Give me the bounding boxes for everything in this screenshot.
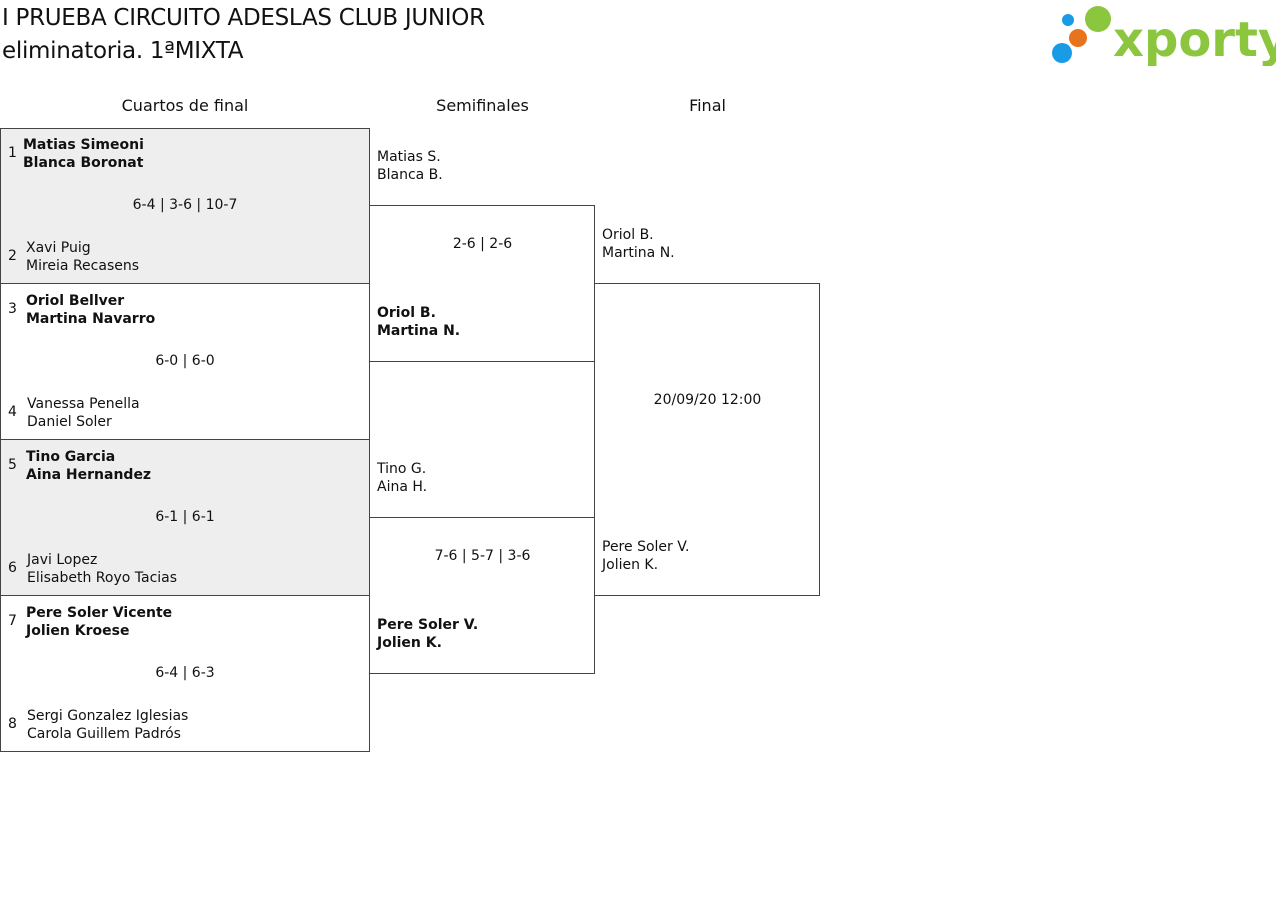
player-name: Pere Soler Vicente bbox=[26, 605, 173, 621]
match-score: 6-0 | 6-0 bbox=[155, 353, 215, 369]
pair-loser: Matias S. Blanca B. bbox=[377, 148, 443, 184]
player-name: Oriol Bellver bbox=[26, 293, 125, 309]
final-match bbox=[594, 283, 820, 596]
player-name: Matias Simeoni bbox=[23, 137, 144, 153]
match-datetime: 20/09/20 12:00 bbox=[653, 392, 762, 408]
logo-wordmark: xporty bbox=[1113, 12, 1276, 66]
finalist-pair: Oriol B. Martina N. bbox=[602, 226, 675, 262]
match-score: 6-1 | 6-1 bbox=[155, 509, 215, 525]
quarterfinal-match bbox=[0, 595, 370, 752]
pair-loser: Javi Lopez Elisabeth Royo Tacias bbox=[27, 551, 177, 587]
player-name: Aina Hernandez bbox=[26, 467, 152, 483]
seed-number: 4 bbox=[8, 404, 17, 420]
seed-number: 5 bbox=[8, 457, 17, 473]
player-name: Blanca Boronat bbox=[23, 155, 144, 171]
match-score: 2-6 | 2-6 bbox=[452, 236, 513, 252]
player-name: Jolien K. bbox=[602, 557, 659, 573]
player-name: Carola Guillem Padrós bbox=[27, 726, 181, 742]
player-name: Jolien K. bbox=[377, 635, 442, 651]
player-name: Tino G. bbox=[377, 461, 427, 477]
logo-dot-green bbox=[1085, 6, 1111, 32]
player-name: Martina N. bbox=[377, 323, 461, 339]
seed-number: 7 bbox=[8, 613, 17, 629]
pair-winner: Pere Soler Vicente Jolien Kroese bbox=[26, 604, 172, 640]
pair-winner: Tino Garcia Aina Hernandez bbox=[26, 448, 151, 484]
xporty-logo[interactable]: xporty bbox=[1050, 4, 1276, 66]
logo-dot-blue-top bbox=[1062, 14, 1074, 26]
match-score: 7-6 | 5-7 | 3-6 bbox=[434, 548, 531, 564]
seed-number: 1 bbox=[8, 145, 17, 161]
player-name: Xavi Puig bbox=[26, 240, 91, 256]
logo-dot-orange bbox=[1069, 29, 1087, 47]
pair-winner: Pere Soler V. Jolien K. bbox=[377, 616, 478, 652]
player-name: Martina Navarro bbox=[26, 311, 156, 327]
finalist-pair: Pere Soler V. Jolien K. bbox=[602, 538, 689, 574]
player-name: Javi Lopez bbox=[27, 552, 98, 568]
quarterfinal-match bbox=[0, 283, 370, 440]
logo-dot-blue-bottom bbox=[1052, 43, 1072, 63]
pair-winner: Oriol B. Martina N. bbox=[377, 304, 460, 340]
pair-winner: Matias Simeoni Blanca Boronat bbox=[23, 136, 144, 172]
pair-loser: Sergi Gonzalez Iglesias Carola Guillem P… bbox=[27, 707, 188, 743]
player-name: Pere Soler V. bbox=[602, 539, 690, 555]
player-name: Oriol B. bbox=[377, 305, 436, 321]
player-name: Jolien Kroese bbox=[26, 623, 130, 639]
round-header-quarterfinals: Cuartos de final bbox=[121, 96, 249, 115]
player-name: Martina N. bbox=[602, 245, 675, 261]
draw-subtitle: eliminatoria. 1ªMIXTA bbox=[2, 38, 244, 64]
player-name: Matias S. bbox=[377, 149, 441, 165]
player-name: Blanca B. bbox=[377, 167, 443, 183]
quarterfinal-match bbox=[0, 128, 370, 284]
match-score: 6-4 | 6-3 bbox=[155, 665, 215, 681]
player-name: Daniel Soler bbox=[27, 414, 112, 430]
seed-number: 8 bbox=[8, 716, 17, 732]
player-name: Pere Soler V. bbox=[377, 617, 479, 633]
tournament-title: I PRUEBA CIRCUITO ADESLAS CLUB JUNIOR bbox=[2, 5, 485, 31]
player-name: Elisabeth Royo Tacias bbox=[27, 570, 178, 586]
pair-loser: Vanessa Penella Daniel Soler bbox=[27, 395, 140, 431]
pair-loser: Xavi Puig Mireia Recasens bbox=[26, 239, 139, 275]
player-name: Mireia Recasens bbox=[26, 258, 140, 274]
player-name: Sergi Gonzalez Iglesias bbox=[27, 708, 189, 724]
pair-loser: Tino G. Aina H. bbox=[377, 460, 427, 496]
seed-number: 2 bbox=[8, 248, 17, 264]
player-name: Oriol B. bbox=[602, 227, 654, 243]
pair-winner: Oriol Bellver Martina Navarro bbox=[26, 292, 155, 328]
player-name: Vanessa Penella bbox=[27, 396, 140, 412]
round-header-semifinals: Semifinales bbox=[436, 96, 529, 115]
page-title: I PRUEBA CIRCUITO ADESLAS CLUB JUNIOR el… bbox=[2, 2, 485, 68]
match-score: 6-4 | 3-6 | 10-7 bbox=[132, 197, 238, 213]
seed-number: 3 bbox=[8, 301, 17, 317]
seed-number: 6 bbox=[8, 560, 17, 576]
player-name: Aina H. bbox=[377, 479, 428, 495]
player-name: Tino Garcia bbox=[26, 449, 116, 465]
round-header-final: Final bbox=[689, 96, 726, 115]
